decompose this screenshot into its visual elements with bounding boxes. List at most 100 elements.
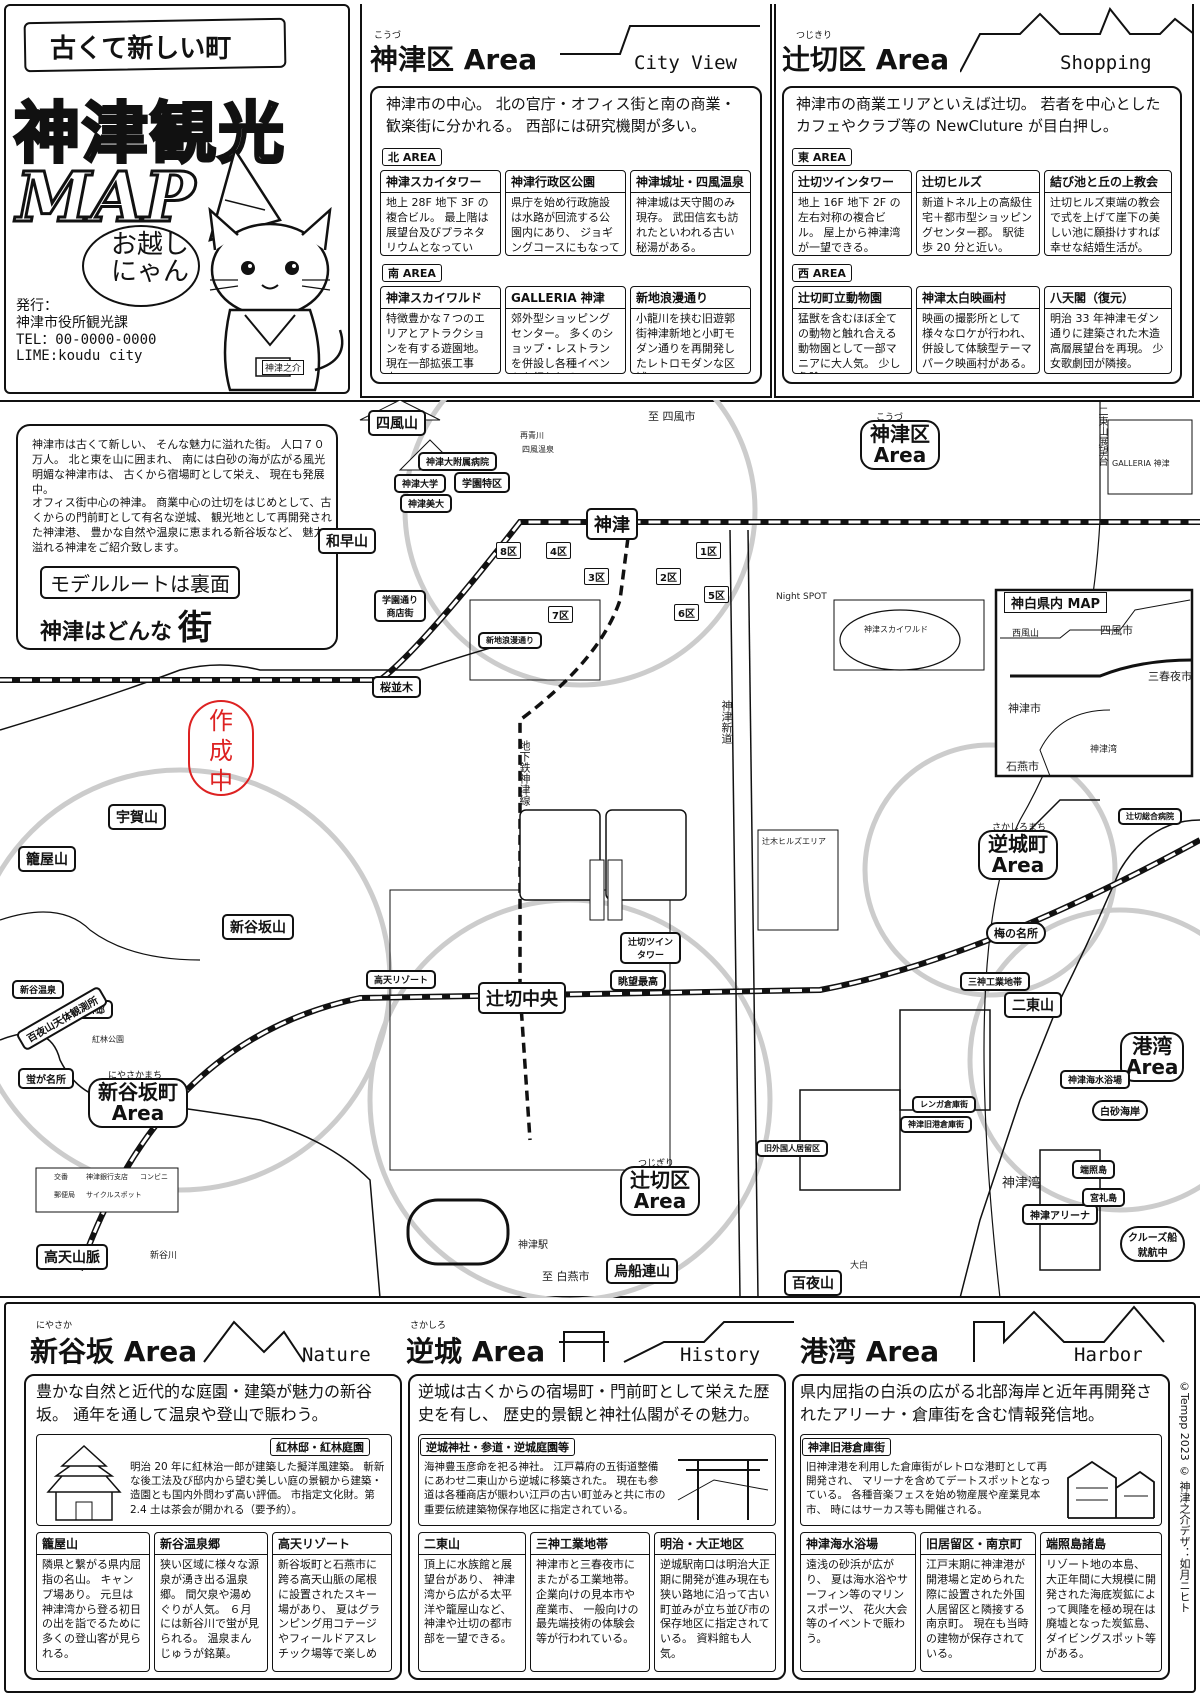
map-label: 新谷温泉 [12,980,65,999]
tagline: 古くて新しい町 [50,34,232,64]
map-label: 梅の名所 [986,922,1046,944]
publisher-line: LIME:koudu city [16,348,143,365]
harbor-feature-body: 旧神津港を利用した倉庫街がレトロな港町として再開発され、 マリーナを含めてデート… [806,1461,1051,1516]
area-ruby: つじぎり [638,1159,675,1169]
kozu-area-desc: 神津市の中心。 北の官庁・オフィス街と南の商業・歓楽街に分かれる。 西部には研究… [386,95,736,135]
map-label: 眺望最高 [610,970,666,991]
mascot-cat-illustration [208,146,344,392]
map-label: 学園特区 [454,472,510,493]
stamp-char: 中 [209,767,233,795]
sakashiro-ruby: さかしろ [410,1321,447,1331]
mountain-label: 新谷坂山 [222,914,294,940]
kozu-area-heading: 神津区 Area [370,43,538,76]
inset-label: 三春夜市 [1148,670,1192,683]
map-label: 辻切総合病院 [1118,808,1182,825]
kozu-card: 神津城址・四風温泉神津城は天守閣のみ現存。 武田信玄も訪れたといわれる古い秘湯が… [630,170,751,256]
harbor-card: 旧居留区・南京町江戸末期に神津港が開港場と定められた際に設置された外国人居留区と… [920,1532,1036,1672]
district-marker: 5区 [704,586,729,603]
publisher-line: 発行： [16,298,58,314]
harbor-feature-title: 神津旧港倉庫街 [802,1438,891,1456]
mountain-label: 籠屋山 [18,846,76,872]
map-label: 神津湾 [1002,1176,1042,1191]
publisher-block: 発行： 神津市役所観光課 TEL：00-0000-0000 LIME:koudu… [16,298,156,365]
sakashiro-desc: 逆城は古くからの宿場町・門前町として栄えた歴史を有し、 歴史的景観と神社仏閣がそ… [418,1382,770,1425]
intro-question: 神津はどんな街 [40,600,212,649]
harbor-tag: Harbor [1074,1344,1143,1366]
map-label: 神津駅 [518,1240,548,1251]
map-word: MAP [14,157,196,240]
area-ruby: さかしろまち [992,823,1047,833]
publisher-line: 神津市役所観光課 [16,314,128,331]
harbor-card: 神津海水浴場遠浅の砂浜が広がり、 夏は海水浴やサーフィン等のマリンスポーツ、 花… [800,1532,916,1672]
area-sub: Area [111,1101,165,1125]
map-label: 端照島 [1072,1160,1116,1179]
mountain-label: 四風山 [368,410,426,436]
legend-item: 神津銀行支店 [86,1173,128,1181]
map-label: 大白 [850,1261,869,1271]
kozu-area-tag: City View [634,52,737,74]
shopping-skyline-icon [960,7,1194,73]
mountain-label: 和早山 [318,528,376,554]
map-label: 再青川 [520,431,544,440]
map-label: 神津大学 [394,474,447,493]
station-label: 辻切中央 [478,982,566,1014]
tsujikiri-card: 辻切町立動物園猛獣を含むほぼ全ての動物と触れ合える動物園として一部マニアに大人気… [792,286,912,374]
stamp-char: 成 [209,737,233,765]
area-sub: Area [633,1189,687,1213]
niyasaka-ruby: にやさか [36,1321,73,1331]
stamp-char: 作 [209,707,233,735]
area-ruby: こうづ [876,413,904,423]
map-label: 神津大附属病院 [418,452,498,471]
inset-map-title: 神白県内 MAP [1004,592,1108,613]
city-skyline-icon [560,25,760,55]
map-label: 宮礼島 [1082,1188,1126,1207]
harbor-heading: 港湾 Area [800,1335,940,1368]
niyasaka-card: 籠屋山隣県と繋がる県内屈指の名山。 キャンプ場あり。 元旦は神津湾から登る初日の… [36,1532,150,1672]
area-name: 辻切区 [630,1168,690,1192]
district-marker: 1区 [696,542,721,559]
map-label: 高天リゾート [366,970,437,989]
legend-item: コンビニ [140,1173,168,1181]
title-panel [4,4,350,394]
sakashiro-feature-body: 海神豊玉彦命を祀る神社。 江戸幕府の五街道整備にあわせ二東山から逆城に移築された… [424,1461,666,1516]
draft-stamp: 作 成 中 [188,700,254,796]
tsujikiri-card: 八天閣（復元）明治 33 年神津モダン通りに建築された木造高層展望台を再現。 少… [1044,286,1172,374]
map-label: 二東山展望台 [1096,406,1107,466]
sakashiro-heading: 逆城 Area [406,1335,546,1368]
area-name: 港湾 [1132,1034,1173,1058]
area-name: 逆城町 [988,832,1048,856]
map-label: 至 白燕市 [542,1270,590,1283]
mountain-label: 高天山脈 [36,1244,108,1270]
district-marker: 4区 [546,542,571,559]
sakashiro-card: 二東山頂上に水族館と展望台があり、 神津湾から広がる太平洋や籠屋山など、 神津や… [418,1532,526,1672]
area-sub: Area [873,443,927,467]
mountain-label: 烏船連山 [606,1258,678,1284]
district-marker: 8区 [496,542,521,559]
kozu-card: 神津スカイワルド特徴豊かな７つのエリアとアトラクションを有する遊園地。 現在一部… [380,286,501,374]
map-label: 学園通り 商店街 [374,590,427,622]
intro-question-big: 街 [178,608,213,648]
map-label: クルーズ船 就航中 [1120,1226,1186,1262]
mountain-label: 宇賀山 [108,804,166,830]
area-name: 新谷坂町 [98,1080,178,1104]
warehouse-icon [1067,1460,1155,1519]
map-label: 四風温泉 [522,445,554,454]
map-label: 神津美大 [400,494,453,513]
station-label: 神津 [586,508,638,540]
map-label: 至 四風市 [648,410,696,423]
kozu-south-label: 南 AREA [382,264,442,282]
district-marker: 7区 [548,606,573,623]
legend-item: 交番 [54,1173,68,1181]
tsujikiri-area-desc: 神津市の商業エリアといえば辻切。 若者を中心としたカフェやクラブ等の NewCl… [796,95,1161,135]
area-sub: Area [991,853,1045,877]
district-marker: 6区 [674,604,699,621]
inset-label: 西風山 [1012,629,1040,639]
intro-bubble [16,424,338,650]
map-label: 神津アリーナ [1022,1204,1098,1225]
map-label: 辻切ツイン タワー [620,932,682,964]
map-label: 三神工業地帯 [960,972,1031,991]
map-label: 蛍が名所 [18,1068,74,1089]
